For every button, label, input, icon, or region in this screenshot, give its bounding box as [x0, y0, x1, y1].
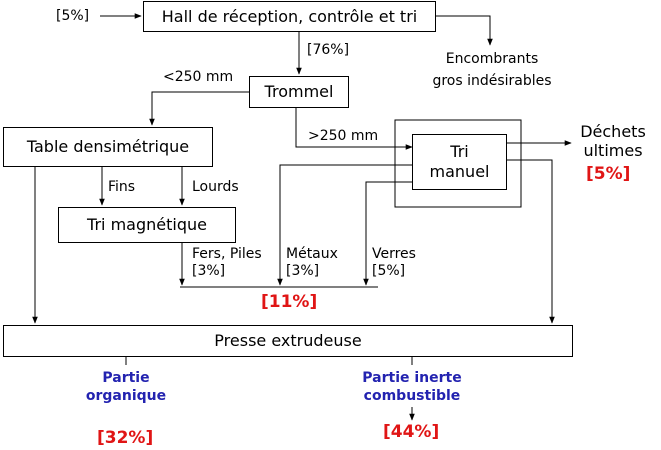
inert-fraction-label-1: Partie inerte	[362, 370, 462, 386]
magnetic-sort-label: Tri magnétique	[87, 215, 207, 234]
bulky-label-2: gros indésirables	[432, 73, 552, 89]
fines-label: Fins	[108, 179, 136, 195]
iron-batteries-label: Fers, Piles [3%]	[192, 246, 262, 280]
bulky-label: Encombrants gros indésirables	[422, 51, 562, 90]
organic-percent: [32%]	[97, 428, 154, 448]
metals-label-2: [3%]	[286, 263, 320, 279]
final-waste-label-2: ultimes	[583, 141, 643, 160]
inert-fraction-label-2: combustible	[363, 388, 461, 404]
trommel-box: Trommel	[249, 76, 349, 108]
input-percent: [5%]	[56, 8, 90, 24]
densimetric-table-box: Table densimétrique	[3, 127, 213, 167]
arrow-manual-press	[507, 159, 555, 324]
organic-fraction-label-2: organique	[85, 388, 167, 404]
arrow-glass	[363, 181, 412, 286]
manual-sort-label-1: Tri	[450, 142, 469, 161]
final-waste-label-1: Déchets	[580, 122, 646, 141]
inert-fraction-label: Partie inerte combustible	[342, 369, 482, 405]
manual-sort-box: Tri manuel	[412, 134, 507, 190]
magnetic-sort-box: Tri magnétique	[58, 207, 236, 243]
iron-batteries-label-2: [3%]	[192, 263, 226, 279]
final-waste-label: Déchets ultimes	[570, 122, 656, 160]
reception-box: Hall de réception, contrôle et tri	[143, 1, 436, 32]
arrow-over-250	[295, 108, 413, 150]
arrow-bulky	[436, 15, 493, 46]
organic-fraction-label-1: Partie	[102, 370, 150, 386]
glass-label: Verres [5%]	[372, 246, 416, 280]
trommel-label: Trommel	[264, 82, 334, 101]
densimetric-table-label: Table densimétrique	[26, 137, 190, 156]
reception-label: Hall de réception, contrôle et tri	[161, 6, 418, 26]
extrusion-press-label: Presse extrudeuse	[214, 331, 362, 350]
metals-label-1: Métaux	[286, 246, 338, 262]
heavy-label: Lourds	[192, 179, 239, 195]
arrow-metals	[277, 164, 412, 286]
extrusion-press-box: Presse extrudeuse	[3, 325, 573, 357]
metals-label: Métaux [3%]	[286, 246, 338, 280]
inert-percent: [44%]	[383, 422, 440, 442]
under-250-label: <250 mm	[163, 69, 234, 85]
organic-fraction-label: Partie organique	[66, 369, 186, 405]
trommel-percent: [76%]	[307, 42, 350, 58]
arrow-under-250	[149, 91, 249, 126]
over-250-label: >250 mm	[308, 128, 379, 144]
manual-sort-frame	[394, 119, 522, 208]
recovered-percent: [11%]	[261, 292, 318, 312]
iron-batteries-label-1: Fers, Piles	[192, 246, 262, 262]
glass-label-1: Verres	[372, 246, 416, 262]
manual-sort-label-2: manuel	[429, 162, 490, 181]
glass-label-2: [5%]	[372, 263, 406, 279]
final-waste-percent: [5%]	[586, 164, 631, 184]
bulky-label-1: Encombrants	[445, 51, 539, 67]
